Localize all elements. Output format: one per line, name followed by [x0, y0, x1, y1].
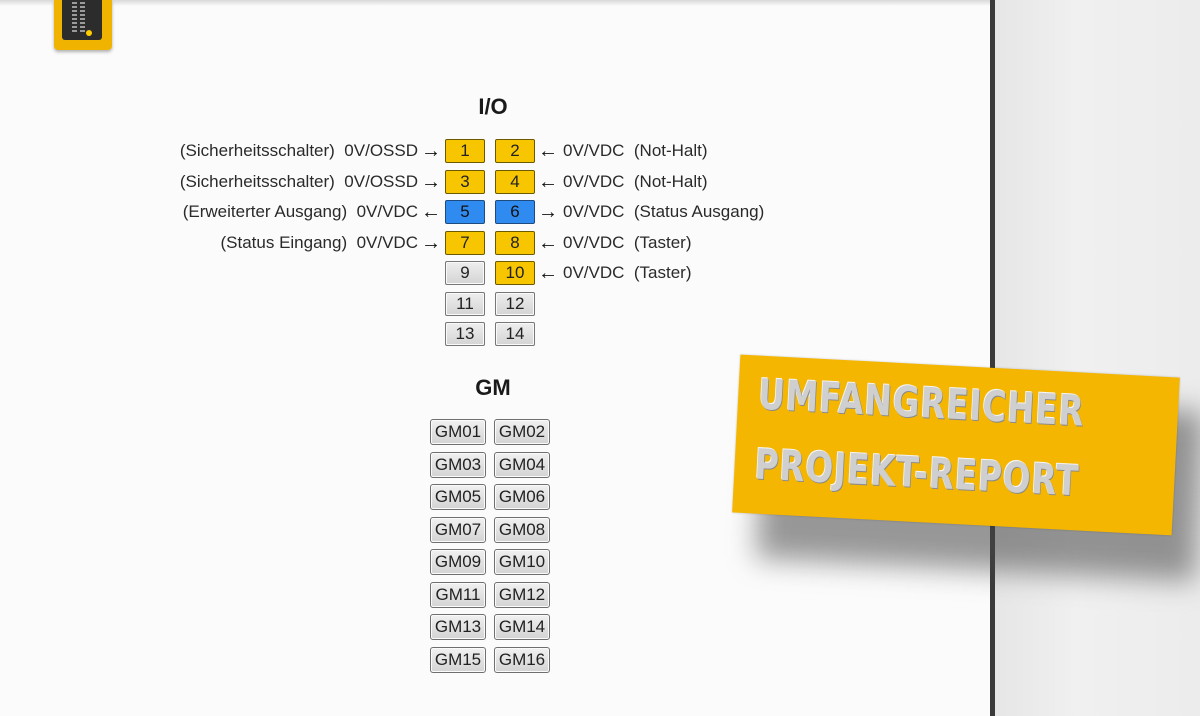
io-pin-1[interactable]: 1 — [445, 139, 485, 163]
banner-line-2: PROJEKT-REPORT — [753, 439, 1081, 506]
io-left-signal: 0V/OSSD — [344, 141, 418, 160]
arrow-right-icon: → — [538, 201, 558, 223]
banner-line-1: UMFANGREICHER — [757, 369, 1086, 436]
io-pin-13[interactable]: 13 — [445, 322, 485, 346]
arrow-right-icon: → — [421, 232, 441, 254]
panel-divider[interactable] — [990, 0, 995, 716]
io-right-signal: 0V/VDC — [563, 233, 625, 252]
gm-button-gm10[interactable]: GM10 — [494, 549, 550, 575]
io-title: I/O — [478, 94, 508, 119]
io-right-text-2: 0V/VDC (Not-Halt) — [563, 138, 708, 164]
gm-button-gm07[interactable]: GM07 — [430, 516, 486, 543]
io-left-label: (Sicherheitsschalter) — [179, 172, 335, 191]
io-pin-5[interactable]: 5 — [445, 200, 485, 224]
side-panel — [995, 0, 1200, 716]
io-pin-12[interactable]: 12 — [495, 292, 535, 316]
gm-button-gm16[interactable]: GM16 — [494, 646, 550, 673]
gm-button-gm04[interactable]: GM04 — [494, 451, 550, 478]
arrow-right-icon: → — [421, 140, 441, 162]
arrow-left-icon: ← — [538, 140, 558, 162]
io-pin-11[interactable]: 11 — [445, 292, 485, 316]
io-right-text-10: 0V/VDC (Taster) — [563, 260, 692, 286]
io-left-signal: 0V/VDC — [356, 202, 418, 221]
io-pin-14[interactable]: 14 — [495, 322, 535, 346]
io-left-label: (Erweiterter Ausgang) — [182, 202, 348, 221]
io-left-signal: 0V/OSSD — [344, 172, 418, 191]
io-left-label: (Status Eingang) — [220, 233, 348, 252]
io-left-text-5: (Erweiterter Ausgang) 0V/VDC — [183, 199, 418, 225]
gm-button-gm11[interactable]: GM11 — [430, 581, 486, 608]
io-right-text-6: 0V/VDC (Status Ausgang) — [563, 199, 764, 225]
arrow-left-icon: ← — [538, 171, 558, 193]
gm-button-gm12[interactable]: GM12 — [494, 581, 550, 608]
io-right-signal: 0V/VDC — [563, 141, 625, 160]
io-right-label: (Taster) — [633, 233, 692, 252]
gm-button-gm02[interactable]: GM02 — [494, 419, 550, 445]
io-right-label: (Not-Halt) — [633, 172, 708, 191]
io-right-text-4: 0V/VDC (Not-Halt) — [563, 169, 708, 195]
io-pin-6[interactable]: 6 — [495, 200, 535, 224]
io-left-text-3: (Sicherheitsschalter) 0V/OSSD — [180, 169, 418, 195]
gm-button-gm03[interactable]: GM03 — [430, 451, 486, 478]
io-left-label: (Sicherheitsschalter) — [179, 141, 335, 160]
gm-button-gm14[interactable]: GM14 — [494, 614, 550, 640]
promo-banner: UMFANGREICHER PROJEKT-REPORT — [732, 354, 1180, 536]
gm-button-gm09[interactable]: GM09 — [430, 549, 486, 575]
arrow-left-icon: ← — [538, 232, 558, 254]
io-right-label: (Not-Halt) — [633, 141, 708, 160]
io-pin-8[interactable]: 8 — [495, 231, 535, 255]
io-left-text-7: (Status Eingang) 0V/VDC — [220, 230, 418, 256]
gm-title: GM — [475, 375, 511, 400]
gm-button-gm08[interactable]: GM08 — [494, 516, 550, 543]
device-thumbnail-icon — [54, 0, 112, 50]
io-left-text-1: (Sicherheitsschalter) 0V/OSSD — [180, 138, 418, 164]
io-pin-9[interactable]: 9 — [445, 261, 485, 285]
arrow-left-icon: ← — [421, 201, 441, 223]
io-pin-4[interactable]: 4 — [495, 170, 535, 194]
io-right-text-8: 0V/VDC (Taster) — [563, 230, 692, 256]
io-pin-7[interactable]: 7 — [445, 231, 485, 255]
gm-button-gm13[interactable]: GM13 — [430, 614, 486, 640]
io-right-label: (Status Ausgang) — [633, 202, 765, 221]
io-pin-10[interactable]: 10 — [495, 261, 535, 285]
gm-button-gm05[interactable]: GM05 — [430, 484, 486, 510]
arrow-right-icon: → — [421, 171, 441, 193]
io-right-signal: 0V/VDC — [563, 263, 625, 282]
io-pin-2[interactable]: 2 — [495, 139, 535, 163]
io-right-signal: 0V/VDC — [563, 172, 625, 191]
io-right-signal: 0V/VDC — [563, 202, 625, 221]
io-right-label: (Taster) — [633, 263, 692, 282]
io-left-signal: 0V/VDC — [356, 233, 418, 252]
gm-button-gm01[interactable]: GM01 — [430, 419, 486, 445]
gm-button-gm15[interactable]: GM15 — [430, 646, 486, 673]
gm-button-gm06[interactable]: GM06 — [494, 484, 550, 510]
io-pin-3[interactable]: 3 — [445, 170, 485, 194]
arrow-left-icon: ← — [538, 262, 558, 284]
